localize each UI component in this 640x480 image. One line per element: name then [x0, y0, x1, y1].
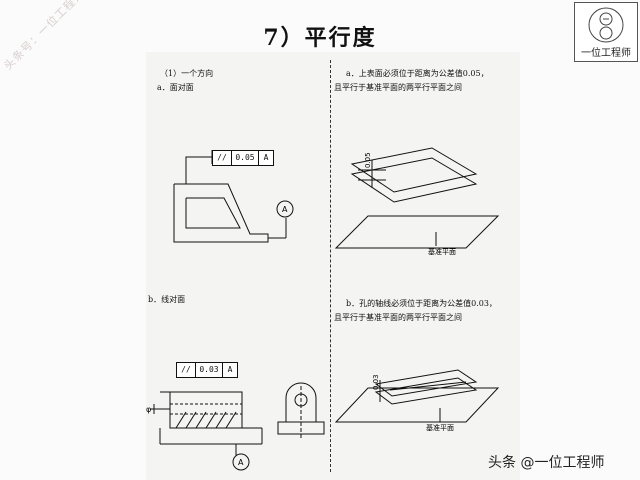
bottom-brand: 头条 @一位工程师	[488, 455, 605, 471]
engineering-drawings: A A φ 0.05 0.03 基准平面 基准平面	[146, 147, 500, 471]
tol-a-dim: 0.05	[364, 152, 372, 168]
side-view-drawing	[277, 382, 325, 438]
page-title: 7）平行度	[263, 25, 377, 51]
desc-a-line2: 且平行于基准平面的两平行平面之间	[334, 83, 462, 92]
parallelism-symbol: //	[213, 151, 232, 165]
parallelism-symbol: //	[177, 363, 196, 377]
brand-logo: 一位工程师	[574, 2, 638, 62]
datum-ref: A	[227, 365, 233, 374]
desc-b-line2: 且平行于基准平面的两平行平面之间	[334, 313, 462, 322]
face-part-drawing	[173, 150, 287, 243]
tolerance-zone-b	[334, 369, 500, 423]
case-a-label: a．面对面	[157, 83, 194, 92]
datum-ref: A	[263, 153, 269, 162]
logo-text: 一位工程师	[581, 48, 631, 59]
gear-person-icon	[588, 7, 624, 43]
tolerance-value: 0.05	[232, 151, 259, 165]
datum-a-label-b: A	[238, 458, 244, 467]
tol-b-dim: 0.03	[372, 374, 380, 390]
column-divider	[330, 60, 331, 472]
tolerance-value: 0.03	[196, 363, 223, 377]
desc-a-line1: a．上表面必须位于距离为公差值0.05，	[346, 69, 489, 78]
tolerance-zone-a	[334, 147, 500, 249]
diameter-label: φ	[146, 405, 151, 414]
section-heading: （1）一个方向	[160, 69, 214, 78]
line-part-drawing	[150, 391, 263, 456]
datum-a-label: A	[282, 205, 288, 214]
case-b-label: b．线对面	[148, 295, 186, 304]
datum-plane-label-a: 基准平面	[428, 247, 456, 256]
datum-plane-label-b: 基准平面	[426, 423, 454, 432]
fcf-line: // 0.03 A	[176, 362, 238, 378]
fcf-face: // 0.05 A	[212, 150, 274, 166]
scanned-page	[146, 52, 520, 480]
desc-b-line1: b．孔的轴线必须位于距离为公差值0.03，	[346, 299, 497, 308]
